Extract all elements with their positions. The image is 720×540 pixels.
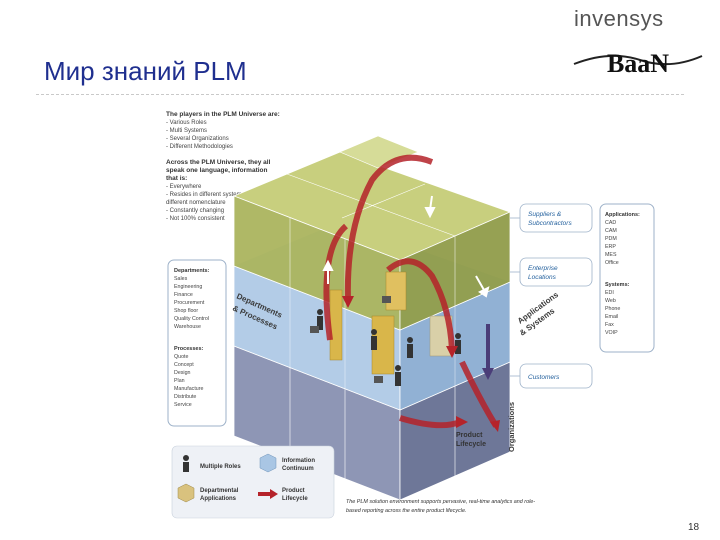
axis-organizations: Organizations bbox=[507, 402, 516, 452]
legend-continuum-line-1: Continuum bbox=[282, 466, 314, 472]
dept-line-3: Finance bbox=[174, 292, 193, 298]
legend-lifecycle-line-1: Lifecycle bbox=[282, 496, 308, 502]
baan-logo: BaaN bbox=[573, 49, 703, 78]
sys-line-1: EDI bbox=[605, 290, 614, 296]
app-line-1: CAD bbox=[605, 220, 616, 226]
dept-line-5: Shop floor bbox=[174, 308, 198, 314]
intro-line-2: - Multi Systems bbox=[166, 128, 207, 134]
across-line-5: different nomenclature bbox=[166, 200, 226, 206]
app-line-3: PDM bbox=[605, 236, 617, 242]
sys-line-0: Systems: bbox=[605, 282, 630, 288]
lifecycle-arrowheads bbox=[342, 296, 500, 432]
proc-line-1: Quote bbox=[174, 354, 188, 360]
legend-multiple-roles: Multiple Roles bbox=[200, 464, 241, 470]
sys-line-4: Email bbox=[605, 314, 618, 320]
pl-label-line-0: Product bbox=[456, 432, 483, 439]
legend-continuum-line-0: Information bbox=[282, 458, 315, 464]
dept-line-6: Quality Control bbox=[174, 316, 209, 322]
across-line-1: speak one language, information bbox=[166, 167, 268, 174]
sys-line-6: VOIP bbox=[605, 330, 618, 336]
dept-line-4: Procurement bbox=[174, 300, 205, 306]
legend-box bbox=[171, 445, 335, 519]
white-arrows bbox=[322, 195, 490, 298]
legend-box-icon bbox=[177, 483, 195, 503]
sys-line-5: Fax bbox=[605, 322, 614, 328]
proc-line-5: Manufacture bbox=[174, 386, 203, 392]
proc-line-6: Distribute bbox=[174, 394, 196, 400]
caption-line-1: based reporting across the entire produc… bbox=[346, 508, 466, 514]
legend: Multiple Roles Information Continuum Dep… bbox=[177, 453, 315, 503]
header-divider bbox=[36, 94, 684, 95]
systems-list: Systems: EDI Web Phone Email Fax VOIP bbox=[605, 282, 630, 336]
intro-text: The players in the PLM Universe are: - V… bbox=[166, 111, 280, 150]
app-line-6: Office bbox=[605, 260, 619, 266]
enterprise-line-0: Enterprise bbox=[528, 265, 558, 272]
enterprise-label: Enterprise Locations bbox=[510, 257, 593, 287]
suppliers-label: Suppliers & Subcontractors bbox=[510, 203, 593, 233]
across-line-6: - Constantly changing bbox=[166, 208, 224, 214]
customers-label: Customers bbox=[510, 363, 593, 389]
app-line-5: MES bbox=[605, 252, 617, 258]
baan-logo-text: BaaN bbox=[607, 49, 669, 78]
intro-line-4: - Different Methodologies bbox=[166, 144, 233, 150]
enterprise-line-1: Locations bbox=[528, 274, 557, 281]
proc-line-2: Concept bbox=[174, 362, 194, 368]
caption-line-0: The PLM solution environment supports pe… bbox=[346, 499, 535, 505]
app-line-2: CAM bbox=[605, 228, 617, 234]
app-line-0: Applications: bbox=[605, 212, 640, 218]
proc-line-4: Plan bbox=[174, 378, 185, 384]
customer-arrow bbox=[482, 324, 494, 380]
applications-list: Applications: CAD CAM PDM ERP MES Office bbox=[605, 212, 640, 266]
product-lifecycle-label: Product Lifecycle bbox=[456, 432, 486, 448]
departments-list: Departments: Sales Engineering Finance P… bbox=[174, 268, 210, 330]
across-line-3: - Everywhere bbox=[166, 184, 202, 190]
legend-dept-apps-line-1: Applications bbox=[200, 496, 237, 502]
legend-person-icon bbox=[183, 455, 189, 472]
sys-line-2: Web bbox=[605, 298, 616, 304]
suppliers-line-1: Subcontractors bbox=[528, 220, 572, 227]
page-title: Мир знаний PLM bbox=[44, 56, 247, 86]
across-line-2: that is: bbox=[166, 175, 187, 182]
intro-line-1: - Various Roles bbox=[166, 120, 207, 126]
proc-line-3: Design bbox=[174, 370, 191, 376]
departments-box bbox=[167, 259, 227, 427]
sys-line-3: Phone bbox=[605, 306, 620, 312]
across-text: Across the PLM Universe, they all speak … bbox=[166, 159, 271, 222]
intro-line-0: The players in the PLM Universe are: bbox=[166, 111, 280, 118]
across-line-4: - Resides in different systems, with bbox=[166, 192, 259, 198]
invensys-logo: invensys bbox=[574, 6, 664, 31]
legend-lifecycle-line-0: Product bbox=[282, 488, 305, 494]
processes-list: Processes: Quote Concept Design Plan Man… bbox=[174, 346, 204, 408]
customers-line-0: Customers bbox=[528, 374, 560, 381]
dept-line-0: Departments: bbox=[174, 268, 210, 274]
applications-box bbox=[599, 203, 655, 353]
legend-arrow-icon bbox=[258, 489, 278, 499]
legend-dept-apps-line-0: Departmental bbox=[200, 488, 239, 494]
page-number: 18 bbox=[688, 522, 700, 533]
proc-line-7: Service bbox=[174, 402, 192, 408]
dept-line-2: Engineering bbox=[174, 284, 202, 290]
across-line-7: - Not 100% consistent bbox=[166, 216, 225, 222]
role-figures bbox=[310, 296, 461, 386]
across-line-0: Across the PLM Universe, they all bbox=[166, 159, 271, 166]
suppliers-layer bbox=[232, 135, 512, 331]
pl-label-line-1: Lifecycle bbox=[456, 441, 486, 448]
intro-line-3: - Several Organizations bbox=[166, 136, 229, 142]
suppliers-line-0: Suppliers & bbox=[528, 211, 561, 218]
legend-continuum-icon bbox=[259, 453, 277, 473]
dept-line-1: Sales bbox=[174, 276, 188, 282]
dept-line-7: Warehouse bbox=[174, 324, 201, 330]
plm-universe-diagram: The players in the PLM Universe are: - V… bbox=[166, 111, 655, 519]
proc-line-0: Processes: bbox=[174, 346, 204, 352]
app-line-4: ERP bbox=[605, 244, 616, 250]
